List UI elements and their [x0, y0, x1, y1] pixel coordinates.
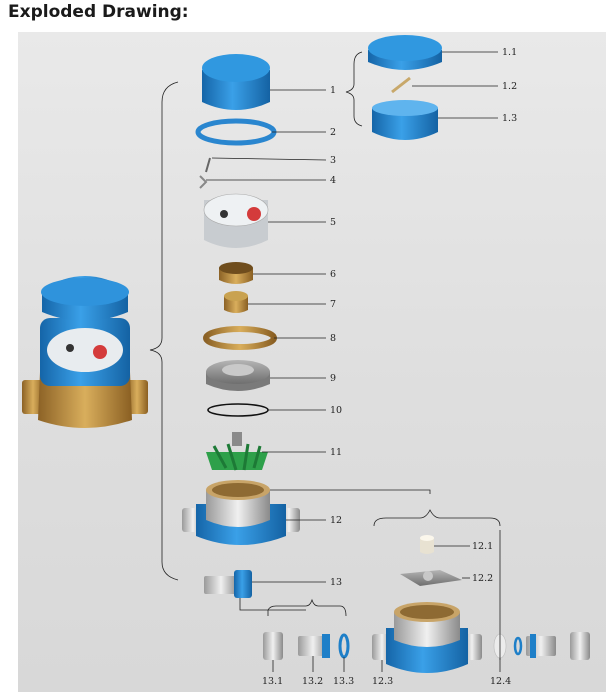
- part-lid: [202, 54, 270, 110]
- part-register: [203, 193, 269, 248]
- label-5: 5: [330, 217, 336, 228]
- part-lid-top: [368, 35, 442, 70]
- part-union-connector: [204, 570, 252, 598]
- part-o-ring: [207, 403, 269, 417]
- part-seal-ring: [195, 118, 277, 146]
- main-bracket: [149, 81, 179, 581]
- label-13-2: 13.2: [302, 676, 323, 687]
- part-brass-ring: [203, 326, 277, 350]
- label-10: 10: [330, 405, 342, 416]
- label-13: 13: [330, 577, 342, 588]
- label-1-2: 1.2: [502, 81, 517, 92]
- part-lid-ring: [372, 100, 438, 140]
- label-4: 4: [330, 175, 336, 186]
- part-body-cutaway: [372, 602, 482, 673]
- part-meter-body: [182, 480, 300, 545]
- label-12-2: 12.2: [472, 573, 493, 584]
- label-11: 11: [330, 447, 342, 458]
- body-bracket: [373, 509, 501, 527]
- part-union-nut: [263, 632, 283, 660]
- label-1-3: 1.3: [502, 113, 517, 124]
- part-brass-nut: [219, 262, 253, 284]
- part-bush-insert: [420, 535, 434, 554]
- page-title: Exploded Drawing:: [8, 2, 189, 22]
- label-12: 12: [330, 515, 342, 526]
- assembled-meter: [22, 276, 148, 428]
- part-grey-plate: [206, 360, 270, 391]
- part-tail-piece: [298, 634, 330, 658]
- label-1-1: 1.1: [502, 47, 517, 58]
- label-7: 7: [330, 299, 336, 310]
- label-13-1: 13.1: [262, 676, 283, 687]
- union-bracket: [267, 598, 347, 617]
- label-6: 6: [330, 269, 336, 280]
- part-right-fittings: [513, 632, 590, 660]
- label-12-1: 12.1: [472, 541, 493, 552]
- label-12-4: 12.4: [490, 676, 511, 687]
- leader-lines: [206, 51, 501, 672]
- part-clip: [199, 175, 208, 189]
- part-wire: [205, 157, 211, 173]
- label-3: 3: [330, 155, 336, 166]
- label-12-3: 12.3: [372, 676, 393, 687]
- part-lid-pin: [391, 76, 411, 94]
- label-13-3: 13.3: [333, 676, 354, 687]
- part-impeller: [206, 432, 268, 471]
- part-brass-bush: [224, 291, 248, 313]
- label-1: 1: [330, 85, 336, 96]
- label-9: 9: [330, 373, 336, 384]
- part-gasket: [338, 633, 350, 659]
- part-grey-spider: [400, 570, 462, 586]
- label-8: 8: [330, 333, 336, 344]
- lid-bracket: [345, 51, 363, 127]
- label-2: 2: [330, 127, 336, 138]
